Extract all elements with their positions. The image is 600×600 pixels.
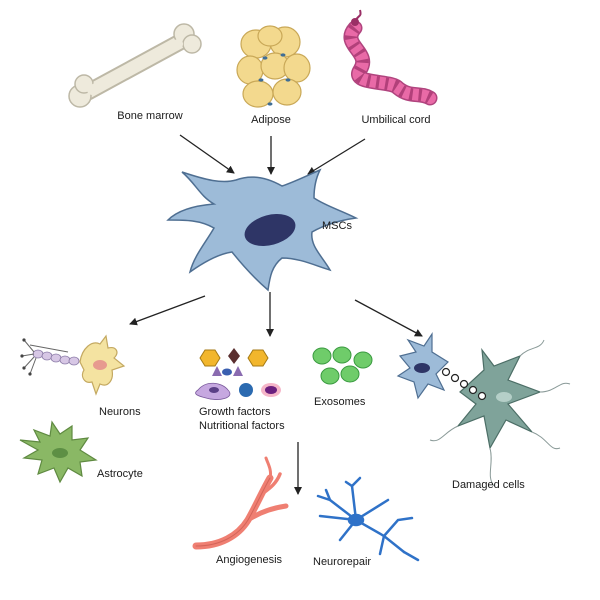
umbilical-cord-icon [343, 9, 438, 106]
nutritional-factors-label: Nutritional factors [199, 420, 285, 432]
arrow-mscs-to-damaged [354, 299, 423, 337]
adipose-label: Adipose [251, 114, 291, 126]
umbilical-cord-label: Umbilical cord [361, 114, 431, 126]
adipose-icon [236, 25, 311, 108]
astrocyte-label: Astrocyte [97, 468, 143, 480]
astrocyte-icon [19, 420, 98, 484]
growth-factors-label: Growth factors [199, 406, 271, 418]
msc-nucleus [244, 214, 296, 246]
bone-icon [68, 23, 202, 108]
damaged-cells-icon [396, 332, 571, 487]
angiogenesis-label: Angiogenesis [216, 554, 283, 566]
bone-marrow-label: Bone marrow [117, 110, 183, 122]
arrow-mscs-to-neurons [129, 295, 206, 326]
arrow-bone-to-mscs [179, 134, 235, 174]
neuron-icon [20, 334, 126, 396]
growth-factor-icons [195, 348, 281, 400]
exosome-icon [312, 346, 373, 385]
damaged-cells-label: Damaged cells [452, 479, 525, 491]
exosomes-label: Exosomes [314, 396, 366, 408]
source-arrows [179, 134, 366, 175]
blood-vessel-icon [192, 456, 289, 550]
arrow-cord-to-mscs [307, 138, 366, 175]
msc-cell-icon [166, 168, 359, 292]
neurons-label: Neurons [99, 406, 141, 418]
mscs-label: MSCs [322, 220, 352, 232]
outcome-arrows [129, 292, 423, 495]
neurorepair-icon [316, 476, 420, 562]
neurorepair-label: Neurorepair [313, 556, 372, 568]
